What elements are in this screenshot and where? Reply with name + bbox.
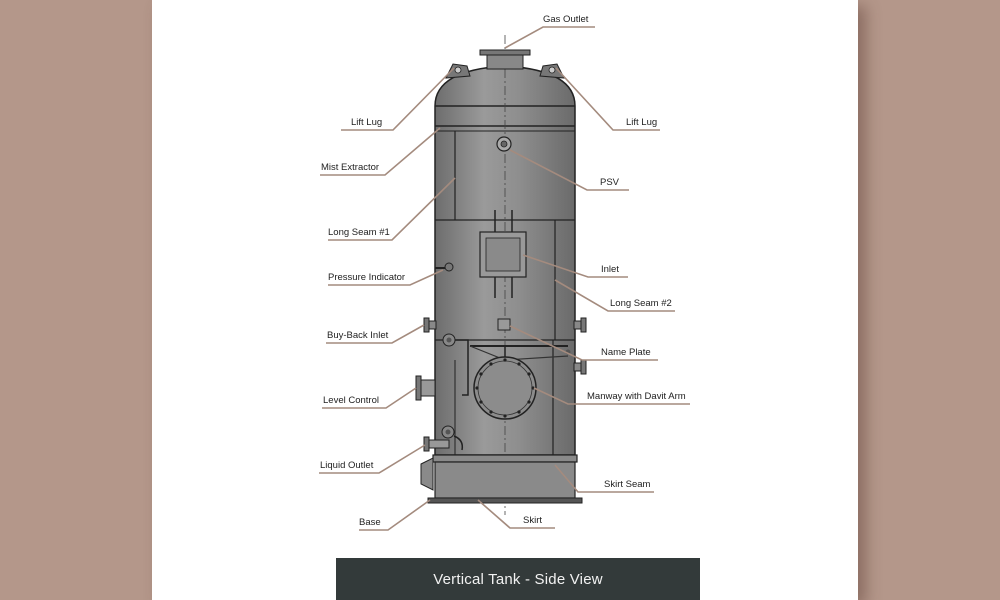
gas-outlet-nozzle <box>479 49 531 70</box>
label-long-seam-2: Long Seam #2 <box>610 298 672 309</box>
label-gas-outlet: Gas Outlet <box>543 14 589 25</box>
leader-inlet <box>522 254 628 278</box>
leader-pressure-indicator <box>328 269 444 286</box>
label-long-seam-1: Long Seam #1 <box>328 227 390 238</box>
name-plate <box>497 318 511 331</box>
skirt-shape <box>420 454 583 504</box>
leader-lines <box>319 26 690 531</box>
lift-lugs <box>445 63 565 79</box>
leader-level-control <box>322 387 417 409</box>
leader-mist-extractor <box>320 127 441 176</box>
leader-psv <box>509 149 629 191</box>
leader-base <box>359 499 431 531</box>
psv-valve <box>496 136 512 152</box>
leader-long-seam-1 <box>328 177 456 241</box>
leader-lift-lug-right <box>555 67 660 131</box>
label-liquid-outlet: Liquid Outlet <box>320 460 374 471</box>
inlet-nozzle <box>479 210 527 298</box>
label-pressure-indicator: Pressure Indicator <box>328 272 406 283</box>
leader-skirt-seam <box>554 464 654 493</box>
leader-long-seam-2 <box>554 279 675 312</box>
label-base: Base <box>359 517 381 528</box>
label-lift-lug-left: Lift Lug <box>351 117 383 128</box>
label-psv: PSV <box>600 177 620 188</box>
leader-buy-back-inlet <box>326 324 425 344</box>
label-skirt: Skirt <box>523 515 542 526</box>
label-manway-with-davit-arm: Manway with Davit Arm <box>587 391 686 402</box>
label-lift-lug-right: Lift Lug <box>626 117 658 128</box>
leader-lift-lug-left <box>341 67 455 131</box>
label-mist-extractor: Mist Extractor <box>321 162 380 173</box>
label-name-plate: Name Plate <box>601 347 651 358</box>
leader-manway <box>533 387 690 405</box>
label-inlet: Inlet <box>601 264 619 275</box>
pressure-indicator-gauge <box>435 262 454 272</box>
liquid-outlet-assembly <box>423 425 464 452</box>
level-control-assembly <box>415 333 469 401</box>
leader-gas-outlet <box>504 26 595 49</box>
manway <box>473 356 537 420</box>
leader-liquid-outlet <box>319 444 426 474</box>
leader-name-plate <box>509 325 658 361</box>
label-buy-back-inlet: Buy-Back Inlet <box>327 330 389 341</box>
caption-title: Vertical Tank - Side View <box>433 570 603 588</box>
caption-bar: Vertical Tank - Side View <box>336 558 700 600</box>
label-skirt-seam: Skirt Seam <box>604 479 651 490</box>
label-level-control: Level Control <box>323 395 379 406</box>
leader-skirt <box>477 499 555 529</box>
